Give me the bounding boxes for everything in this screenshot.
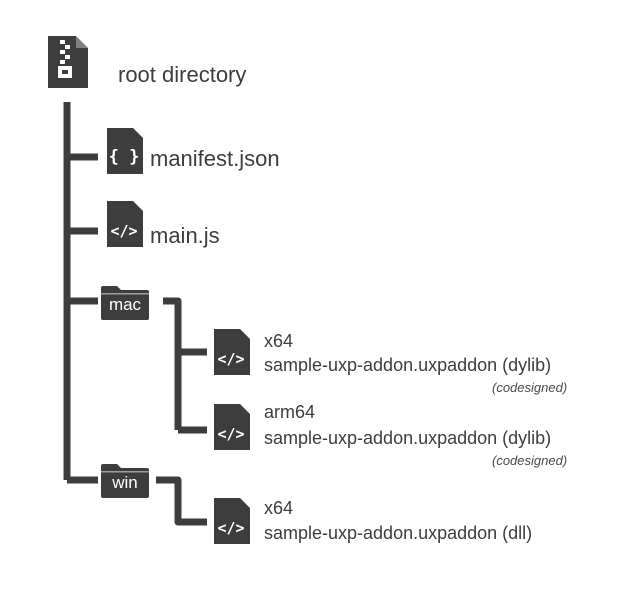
folder-win: win [101, 462, 149, 498]
code-file-icon: </> [214, 404, 250, 450]
file-label-mac-arm64: sample-uxp-addon.uxpaddon (dylib) [264, 428, 552, 448]
code-file-icon: </> [214, 329, 250, 375]
svg-text:</>: </> [217, 350, 244, 368]
file-label-win-x64: sample-uxp-addon.uxpaddon (dll) [264, 523, 533, 543]
zip-file-icon [48, 36, 88, 88]
folder-mac: mac [101, 284, 149, 320]
svg-text:</>: </> [217, 425, 244, 443]
code-file-icon: </> [107, 201, 143, 247]
svg-text:{ }: { } [109, 147, 140, 167]
json-file-icon: { } [107, 128, 143, 174]
root-directory-label: root directory [118, 62, 247, 87]
svg-text:</>: </> [217, 519, 244, 537]
file-label-mac-x64: sample-uxp-addon.uxpaddon (dylib) [264, 355, 552, 375]
arch-label-mac-x64: x64 [264, 331, 294, 351]
folder-label-mac: mac [108, 295, 142, 314]
codesigned-note-mac-x64: (codesigned) [492, 380, 568, 395]
arch-label-mac-arm64: arm64 [264, 402, 316, 422]
folder-icon [101, 464, 149, 498]
file-label-manifest-json: manifest.json [150, 146, 280, 171]
codesigned-note-mac-arm64: (codesigned) [492, 453, 568, 468]
folder-label-win: win [112, 473, 138, 492]
arch-label-win-x64: x64 [264, 498, 294, 518]
file-label-main-js: main.js [150, 223, 220, 248]
code-file-icon: </> [214, 498, 250, 544]
mac-connector [163, 297, 182, 430]
folder-icon [101, 286, 149, 320]
svg-text:</>: </> [110, 222, 137, 240]
win-connector [156, 476, 207, 526]
